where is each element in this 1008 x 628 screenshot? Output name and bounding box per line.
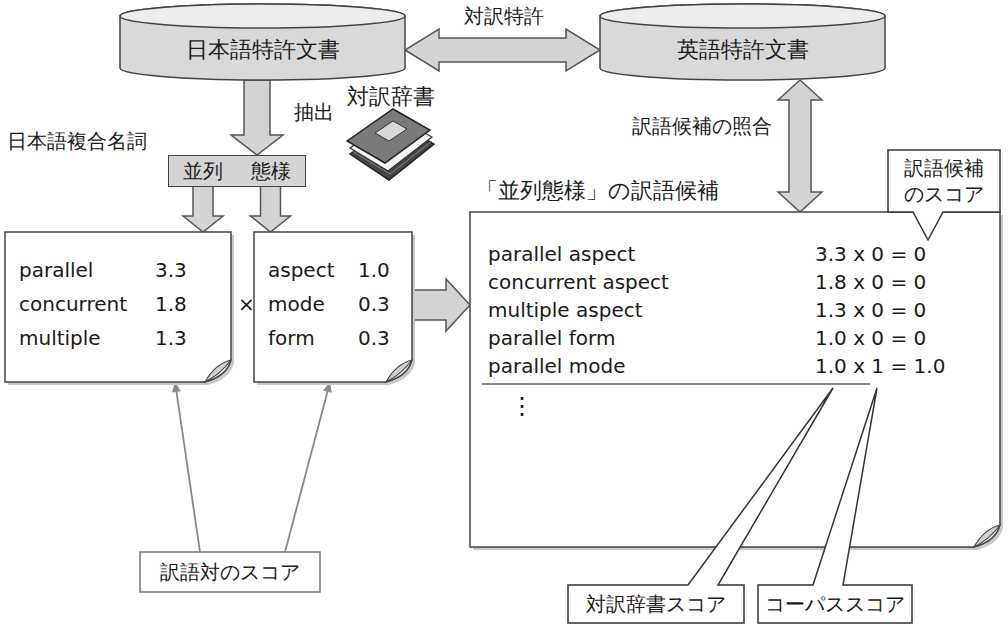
block-arrow — [183, 185, 223, 232]
leader-arrow — [285, 382, 332, 552]
book-cover-plate — [375, 121, 407, 141]
callout-bubble: コーパススコア — [758, 585, 912, 623]
cylinder-body — [600, 4, 885, 80]
database-cylinder: 日本語特許文書 — [120, 4, 405, 80]
node-text: parallel aspect — [488, 242, 635, 266]
node-text: multiple — [19, 326, 101, 350]
node-heading: 「並列態様」の訳語候補 — [476, 178, 719, 204]
multiply-sign: × — [236, 292, 257, 316]
arrow-body — [778, 80, 822, 212]
node-text: multiple aspect — [488, 298, 643, 322]
node-text: 1.0 — [358, 258, 390, 282]
node-text: 3.3 x 0 = 0 — [815, 242, 926, 266]
node-text: aspect — [268, 258, 335, 282]
block-arrow — [231, 80, 283, 155]
node-text: concurrent aspect — [488, 270, 669, 294]
node-text: ⋮ — [510, 392, 534, 421]
block-arrow — [405, 29, 600, 71]
node-text: 1.0 x 1 = 1.0 — [815, 354, 945, 378]
node-text: 1.8 — [155, 292, 187, 316]
arrow-body — [251, 185, 291, 232]
cylinder-body — [120, 4, 405, 80]
dictionary-label: 対訳辞書 — [345, 84, 437, 110]
node-text: 訳語対のスコア — [160, 560, 300, 584]
note-curl — [205, 360, 231, 382]
callout-box: 訳語対のスコア — [140, 552, 320, 592]
arrow-body — [231, 80, 283, 155]
node-text: 訳語候補のスコア — [900, 155, 988, 207]
note-paper — [5, 232, 231, 382]
book-front-cover — [347, 109, 430, 163]
callout-outline — [140, 552, 320, 592]
node-text: 0.3 — [358, 292, 390, 316]
callout-outline — [888, 150, 1000, 240]
cylinder-top — [600, 4, 885, 28]
leader-line — [176, 390, 200, 552]
block-arrow — [778, 80, 822, 212]
node-text: 態様 — [251, 159, 291, 183]
callout-outline — [758, 388, 912, 623]
node-text: 1.3 x 0 = 0 — [815, 298, 926, 322]
node-text: コーパススコア — [765, 592, 905, 616]
edge-label: 対訳特許 — [462, 4, 546, 28]
leader-line — [285, 390, 328, 552]
node-text: 3.3 — [155, 258, 187, 282]
note-curl — [974, 525, 1000, 547]
node-heading: 日本語複合名詞 — [7, 129, 147, 153]
node-text: 1.8 x 0 = 0 — [815, 270, 926, 294]
node-text: parallel — [19, 258, 93, 282]
node-text: 日本語特許文書 — [186, 37, 340, 63]
separator-line — [482, 383, 870, 385]
node-text: form — [268, 326, 315, 350]
word-cell: 態様 — [237, 156, 304, 185]
cylinder-top — [120, 4, 405, 28]
callout-bubble: 訳語候補のスコア — [888, 150, 1000, 212]
compound-noun-box: 日本語複合名詞並列態様 — [168, 155, 306, 187]
arrow-body — [405, 29, 600, 71]
block-arrow — [412, 279, 470, 331]
arrow-body — [412, 279, 470, 331]
dictionary-book — [347, 109, 434, 180]
note-paper — [254, 232, 412, 382]
edge-label: 抽出 — [292, 100, 336, 124]
note-paper — [470, 212, 1000, 547]
node-text: concurrent — [19, 292, 127, 316]
node-text: mode — [268, 292, 325, 316]
translation-note: aspect 1.0 mode 0.3 form 0.3 — [254, 232, 412, 382]
callout-bubble: 対訳辞書スコア — [568, 585, 744, 623]
node-text: parallel mode — [488, 354, 625, 378]
node-text: 0.3 — [358, 326, 390, 350]
leader-arrow — [172, 382, 200, 552]
edge-label: 訳語候補の照合 — [630, 114, 774, 138]
word-cell: 並列 — [169, 156, 237, 185]
translation-note: parallel 3.3 concurrent 1.8 multiple 1.3 — [5, 232, 231, 382]
node-text: 1.0 x 0 = 0 — [815, 326, 926, 350]
node-text: 1.3 — [155, 326, 187, 350]
node-text: 英語特許文書 — [677, 37, 809, 63]
node-text: 対訳辞書スコア — [586, 592, 726, 616]
node-text: parallel form — [488, 326, 615, 350]
note-curl — [386, 360, 412, 382]
candidate-note: 「並列態様」の訳語候補parallel aspect3.3 x 0 = 0con… — [470, 212, 1000, 547]
arrow-body — [183, 185, 223, 232]
database-cylinder: 英語特許文書 — [600, 4, 885, 80]
block-arrow — [251, 185, 291, 232]
node-text: 並列 — [183, 159, 223, 183]
